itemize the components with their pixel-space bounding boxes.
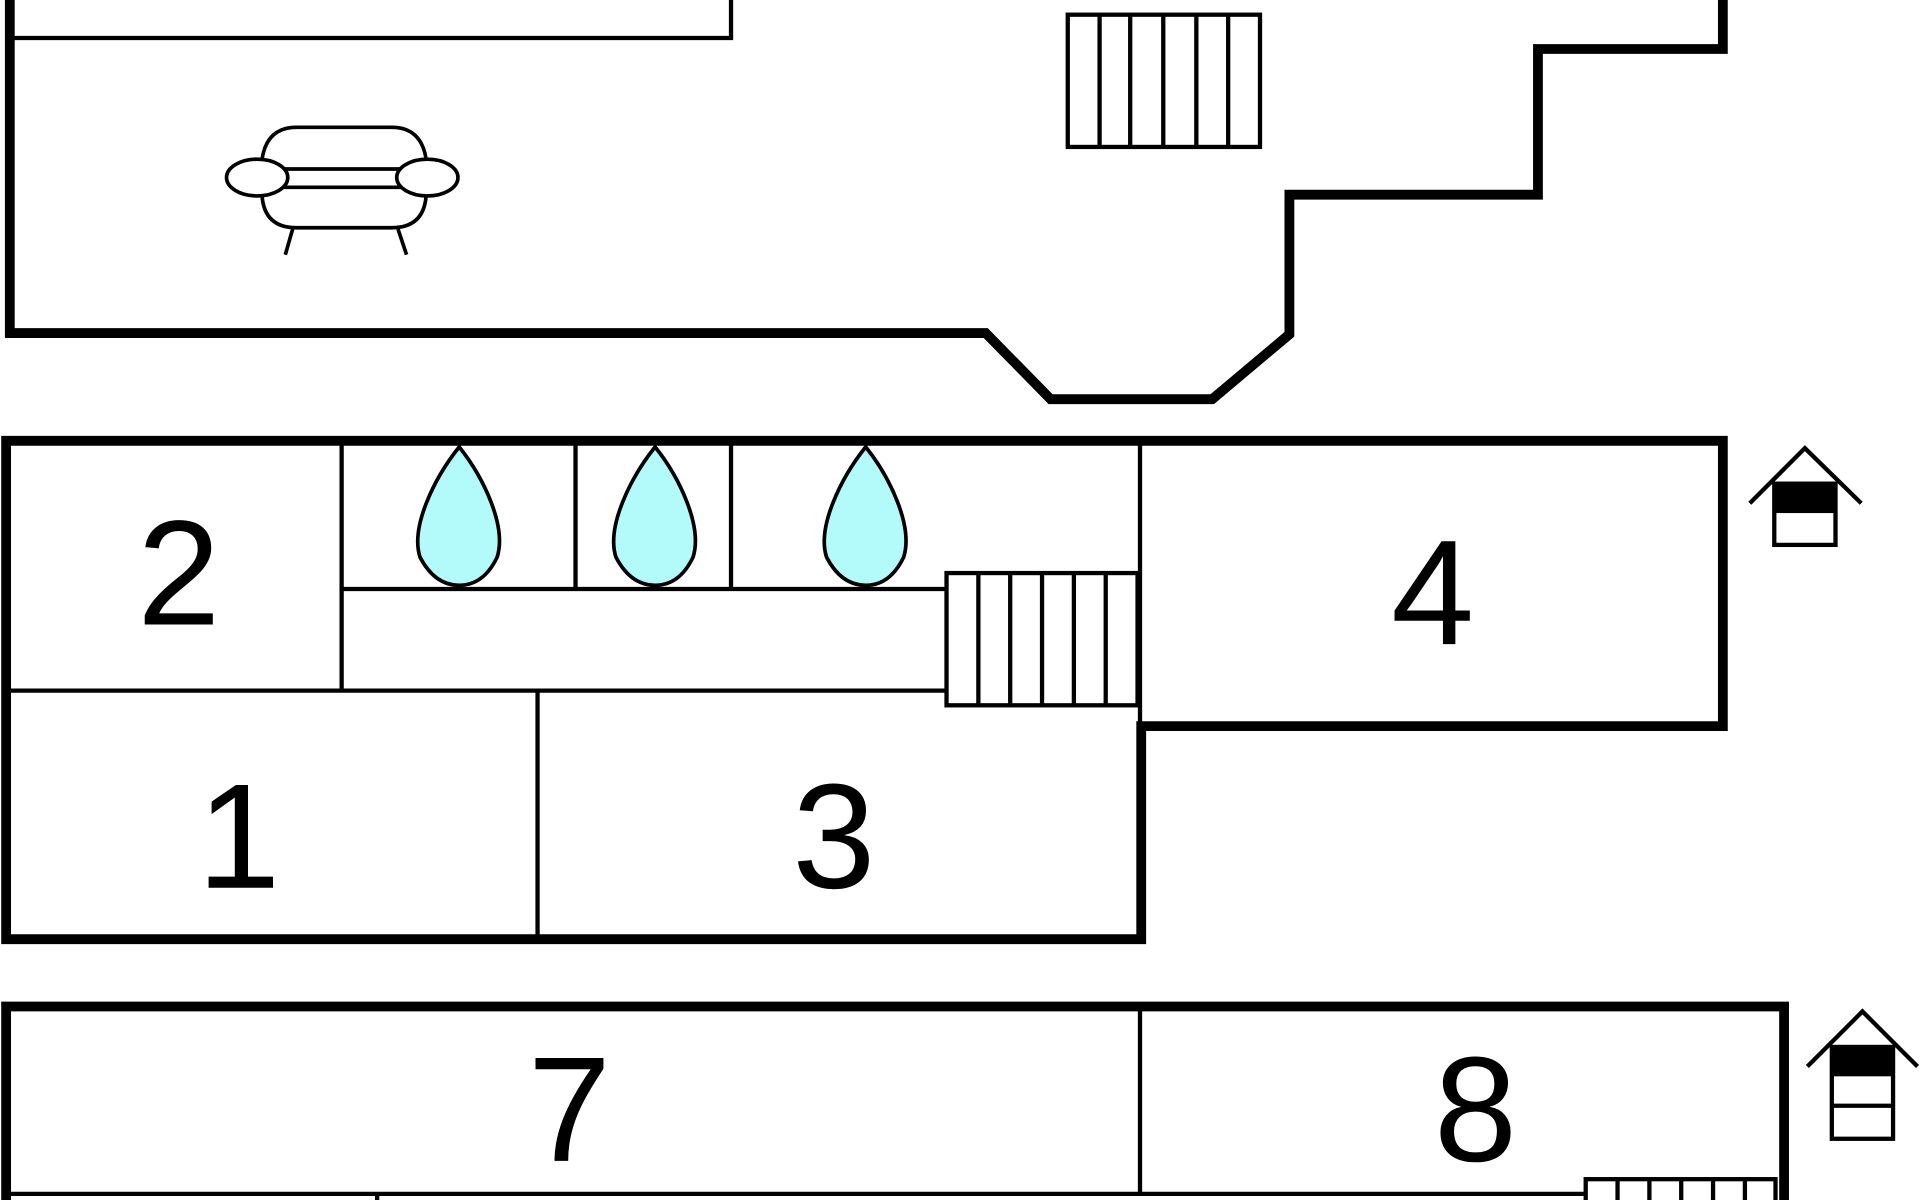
stairs-icon — [1065, 12, 1263, 150]
sofa-icon — [224, 125, 460, 256]
room-label-4: 4 — [1391, 509, 1474, 676]
upper-area — [4, 0, 1728, 405]
water-drop-icon — [822, 443, 908, 588]
lower-building: 7 8 — [1, 1001, 1920, 1200]
stairs-icon — [944, 570, 1140, 708]
water-drop-icon — [611, 443, 698, 588]
room-label-7: 7 — [528, 1026, 611, 1193]
lower-outer-wall — [1, 1001, 1789, 1200]
middle-building: 2 1 3 4 — [1, 435, 1863, 945]
upper-wall-thin — [9, 0, 734, 41]
house-entrance-icon — [1748, 445, 1863, 548]
room-label-3: 3 — [792, 753, 875, 920]
room-label-1: 1 — [197, 753, 280, 920]
stairs-icon — [1583, 1177, 1778, 1200]
water-drop-icon — [415, 443, 502, 588]
room-label-8: 8 — [1434, 1026, 1517, 1193]
room-label-2: 2 — [137, 489, 220, 656]
house-entrance-icon — [1805, 1008, 1920, 1141]
upper-wall — [4, 0, 1728, 405]
